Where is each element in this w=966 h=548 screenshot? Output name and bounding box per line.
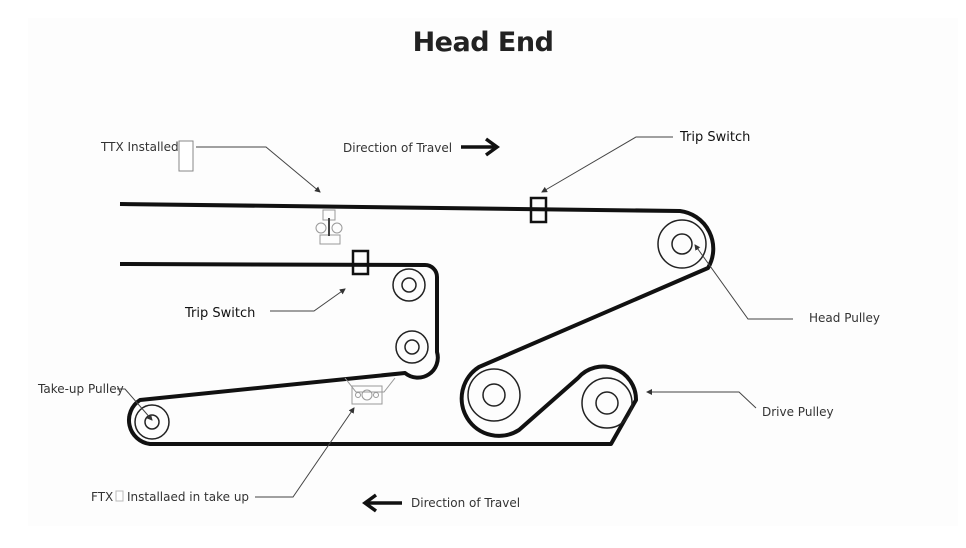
trip-switch-lower-icon (351, 249, 370, 276)
head-pulley-icon (657, 219, 707, 269)
trip-switch-top-label: Trip Switch (680, 130, 751, 145)
ftx-device-icon (344, 377, 396, 405)
takeup-pulley-label: Take-up Pulley (38, 382, 124, 396)
ttx-label: TTX Installed (101, 140, 179, 154)
diagram-title: Head End (412, 27, 554, 58)
takeup-pulley-leader (117, 388, 153, 421)
ttx-checkbox[interactable] (178, 140, 194, 172)
bend-pulley-upper-icon (392, 268, 426, 302)
trip-switch-lower-label: Trip Switch (185, 306, 256, 321)
ftx-checkbox[interactable] (115, 490, 124, 502)
snub-pulley-icon (467, 368, 521, 422)
drive-pulley-leader (646, 389, 757, 409)
bend-pulley-lower-icon (395, 330, 429, 364)
drive-pulley-icon (581, 377, 633, 429)
diagram-background (28, 18, 958, 526)
ftx-leader (255, 407, 355, 498)
drive-pulley-label: Drive Pulley (762, 405, 834, 419)
takeup-pulley-icon (134, 404, 170, 440)
right-arrow-icon (461, 137, 500, 157)
trip-switch-upper-leader (541, 136, 673, 193)
ttx-leader (196, 146, 321, 193)
ftx-label: FTX (91, 490, 114, 504)
belt-carry-line (119, 202, 716, 446)
left-arrow-icon (362, 493, 402, 513)
trip-switch-lower-leader (270, 288, 346, 312)
head-pulley-leader (694, 244, 793, 320)
ftx-suffix-label: Installaed in take up (127, 490, 250, 504)
direction-top-label: Direction of Travel (343, 141, 453, 155)
direction-bottom-label: Direction of Travel (411, 496, 521, 510)
trip-switch-upper-icon (529, 196, 548, 224)
ttx-device-icon (315, 209, 343, 245)
head-pulley-label: Head Pulley (809, 311, 880, 325)
